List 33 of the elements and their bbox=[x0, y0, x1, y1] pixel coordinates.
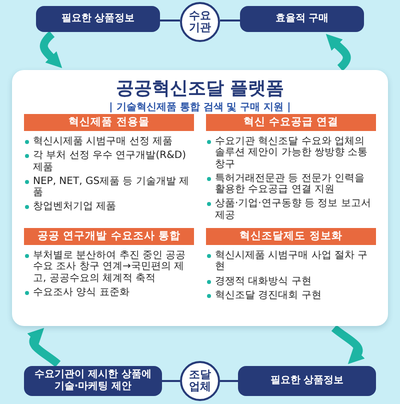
connector-line bbox=[160, 20, 180, 22]
bullet-item: 경쟁적 대화방식 구현 bbox=[206, 276, 376, 287]
bullet-item: 혁신시제품 시범구매 사업 절차 구현 bbox=[206, 250, 376, 273]
bullet-item: NEP, NET, GS제품 등 기술개발 제품 bbox=[24, 176, 194, 198]
role-circle: 조달 업체 bbox=[180, 361, 220, 401]
connector-line bbox=[162, 380, 180, 382]
label-box: 효율적 구매 bbox=[240, 6, 364, 32]
bullet-item: 창업벤처기업 제품 bbox=[24, 201, 194, 213]
label-box: 필요한 상품정보 bbox=[36, 6, 160, 32]
section-header: 혁신제품 전용몰 bbox=[24, 114, 194, 131]
section-header: 공공 연구개발 수요조사 통합 bbox=[24, 228, 194, 245]
curved-arrow bbox=[331, 324, 366, 365]
panel-subtitle: | 기술혁신제품 통합 검색 및 구매 지원 | bbox=[108, 101, 292, 114]
bullet-item: 부처별로 분산하여 추진 중인 공공수요 조사 창구 연계→국민편의 제고, 공공수요의 체계적 축적 bbox=[24, 250, 194, 284]
bullet-item: 수요기관 혁신조달 수요와 업체의 솔루션 제안이 가능한 쌍방향 소통 창구 bbox=[206, 136, 376, 170]
connector-line bbox=[220, 20, 240, 22]
curved-arrow bbox=[326, 34, 351, 71]
curved-arrow bbox=[40, 31, 62, 68]
connector-line bbox=[220, 380, 238, 382]
curved-arrow bbox=[26, 327, 61, 368]
label-box: 수요기관이 제시한 상품에 기술·마케팅 제안 bbox=[24, 366, 162, 396]
bullet-item: 수요조사 양식 표준화 bbox=[24, 286, 194, 298]
bullet-item: 혁신시제품 시범구매 선정 제품 bbox=[24, 136, 194, 148]
role-circle: 수요 기관 bbox=[180, 2, 220, 42]
label-box: 필요한 상품정보 bbox=[238, 366, 376, 396]
bullet-item: 상품·기업·연구동향 등 정보 보고서 제공 bbox=[206, 198, 376, 222]
platform-panel bbox=[12, 70, 388, 326]
section-header: 혁신조달제도 정보화 bbox=[206, 228, 376, 245]
section-header: 혁신 수요공급 연결 bbox=[206, 114, 376, 131]
panel-title: 공공혁신조달 플랫폼 bbox=[114, 77, 286, 100]
bullet-item: 혁신조달 경진대회 구현 bbox=[206, 290, 376, 302]
bullet-item: 특허거래전문관 등 전문가 인력을 활용한 수요공급 연결 지원 bbox=[206, 172, 376, 196]
bullet-item: 각 부처 선정 우수 연구개발(R&D) 제품 bbox=[24, 150, 194, 173]
